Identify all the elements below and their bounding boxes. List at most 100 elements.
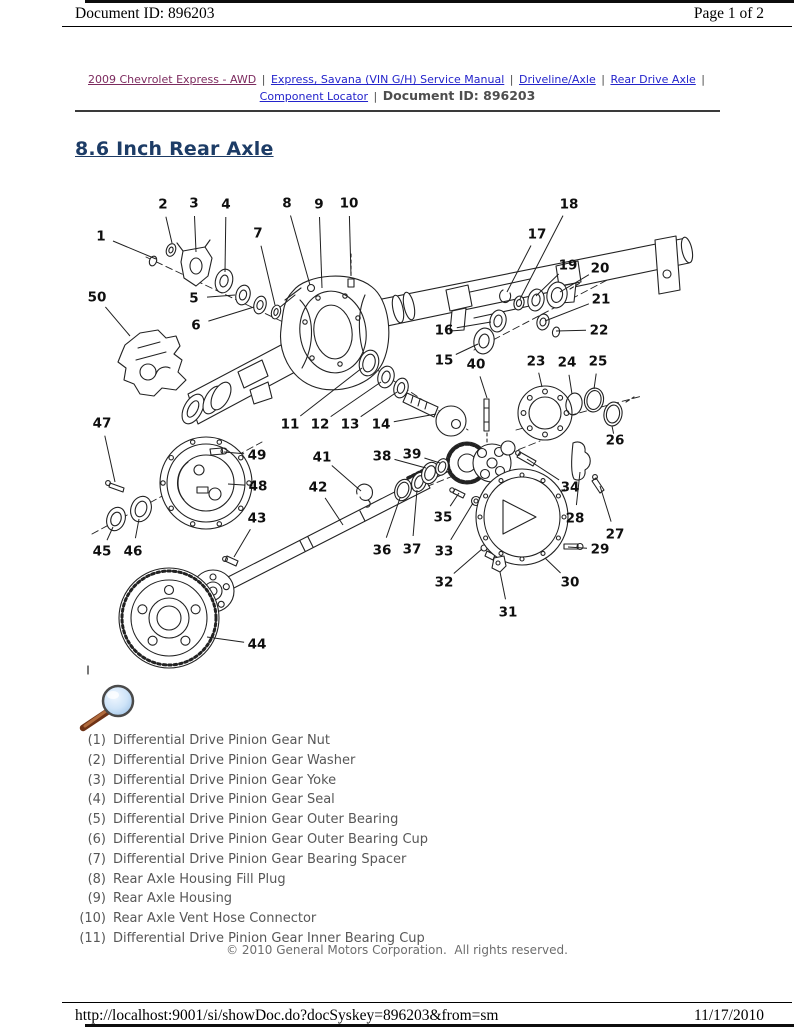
callout-leader-2 [165,216,173,244]
callout-label-32: 32 [435,575,454,591]
breadcrumb-link[interactable]: Driveline/Axle [518,73,596,86]
parts-list: (1)Differential Drive Pinion Gear Nut(2)… [75,731,428,949]
callout-label-7: 7 [253,226,262,242]
window-edge-bottom [85,1024,794,1027]
callout-leader-47 [104,435,116,483]
callout-leader-33 [450,502,474,541]
part-list-item: (11)Differential Drive Pinion Gear Inner… [75,929,428,949]
callout-leader-24 [568,374,573,395]
callout-leader-28 [575,471,581,506]
part-label: Differential Drive Pinion Gear Washer [113,752,356,768]
callout-label-48: 48 [249,479,268,495]
callout-leader-50 [105,306,131,337]
part-number: (3) [87,772,106,788]
breadcrumb-separator: | [258,73,269,86]
callout-label-1: 1 [96,229,105,245]
callout-label-14: 14 [372,417,391,433]
callout-leader-44 [206,636,245,643]
breadcrumb-link[interactable]: Rear Drive Axle [610,73,696,86]
magnifier-icon[interactable] [79,684,135,732]
callout-leader-6 [208,306,255,322]
callout-label-8: 8 [282,196,291,212]
callout-label-44: 44 [248,637,267,653]
breadcrumb-link[interactable]: Express, Savana (VIN G/H) Service Manual [270,73,505,86]
callout-label-11: 11 [281,417,300,433]
callout-label-3: 3 [189,196,198,212]
callout-leader-36 [385,497,401,538]
breadcrumb-link[interactable]: Component Locator [259,89,369,103]
callout-label-47: 47 [93,416,112,432]
callout-leader-12 [330,381,382,418]
callout-leader-43 [233,528,251,558]
callout-label-13: 13 [341,417,360,433]
callout-label-23: 23 [527,354,546,370]
part-list-item: (1)Differential Drive Pinion Gear Nut [75,731,428,751]
callout-label-10: 10 [340,196,359,212]
part-label: Rear Axle Vent Hose Connector [113,911,317,927]
callout-leader-15 [455,343,479,355]
part-number: (8) [87,871,106,887]
part-list-item: (6)Differential Drive Pinion Gear Outer … [75,830,428,850]
callout-label-16: 16 [435,323,454,339]
callout-leader-14 [393,413,437,423]
callout-leader-8 [290,215,311,286]
callout-label-9: 9 [314,197,323,213]
callout-label-38: 38 [373,449,392,465]
callout-label-43: 43 [248,511,267,527]
callout-label-12: 12 [311,417,330,433]
callout-label-18: 18 [560,197,579,213]
callout-leader-34 [526,458,560,481]
callout-leader-11 [299,367,363,417]
part-number: (2) [87,752,106,768]
callout-leader-26 [611,425,615,434]
callout-leader-16 [456,321,492,329]
part-number: (10) [79,911,106,927]
header-page-number: Page 1 of 2 [693,5,764,22]
part-list-item: (9)Rear Axle Housing [75,889,428,909]
part-label: Differential Drive Pinion Gear Yoke [113,772,337,788]
header-document-id: Document ID: 896203 [75,5,215,22]
breadcrumb-separator: | [370,89,381,103]
part-label: Differential Drive Pinion Gear Outer Bea… [113,831,429,847]
callout-leader-21 [544,303,590,322]
part-list-item: (7)Differential Drive Pinion Gear Bearin… [75,850,428,870]
callout-label-33: 33 [435,544,454,560]
callout-label-30: 30 [561,575,580,591]
breadcrumb-separator: | [597,73,609,86]
window-edge-top [85,0,794,3]
callout-leader-32 [453,548,483,574]
part-number: (5) [87,812,106,828]
callout-label-41: 41 [313,450,332,466]
callout-label-24: 24 [558,355,577,371]
callout-leader-23 [538,372,543,388]
callout-leader-3 [194,215,197,253]
callout-label-17: 17 [528,227,547,243]
part-label: Differential Drive Pinion Gear Seal [113,792,335,808]
callout-label-2: 2 [158,197,167,213]
callout-label-4: 4 [221,197,230,213]
part-label: Rear Axle Housing [113,891,233,907]
callout-label-21: 21 [592,292,611,308]
callout-leader-38 [394,458,427,469]
part-list-item: (3) Differential Drive Pinion Gear Yoke [75,771,428,791]
callout-label-39: 39 [403,447,422,463]
print-footer: http://localhost:9001/si/showDoc.do?docS… [75,1007,764,1025]
callout-label-34: 34 [561,480,580,496]
callout-label-29: 29 [591,542,610,558]
callout-leader-19 [535,273,560,297]
callout-label-6: 6 [191,318,200,334]
breadcrumb-rule [75,110,720,112]
callout-leader-39 [424,457,441,464]
callout-label-31: 31 [499,605,518,621]
part-list-item: (5)Differential Drive Pinion Gear Outer … [75,810,428,830]
callout-leader-42 [324,497,344,526]
part-number: (4) [87,792,106,808]
callout-leader-25 [593,373,597,390]
callout-leader-31 [499,571,506,600]
callout-leader-48 [227,483,246,486]
breadcrumb-link[interactable]: 2009 Chevrolet Express - AWD [88,73,257,86]
callout-leader-22 [555,329,587,332]
callout-leader-30 [544,557,561,574]
callout-label-28: 28 [566,511,585,527]
